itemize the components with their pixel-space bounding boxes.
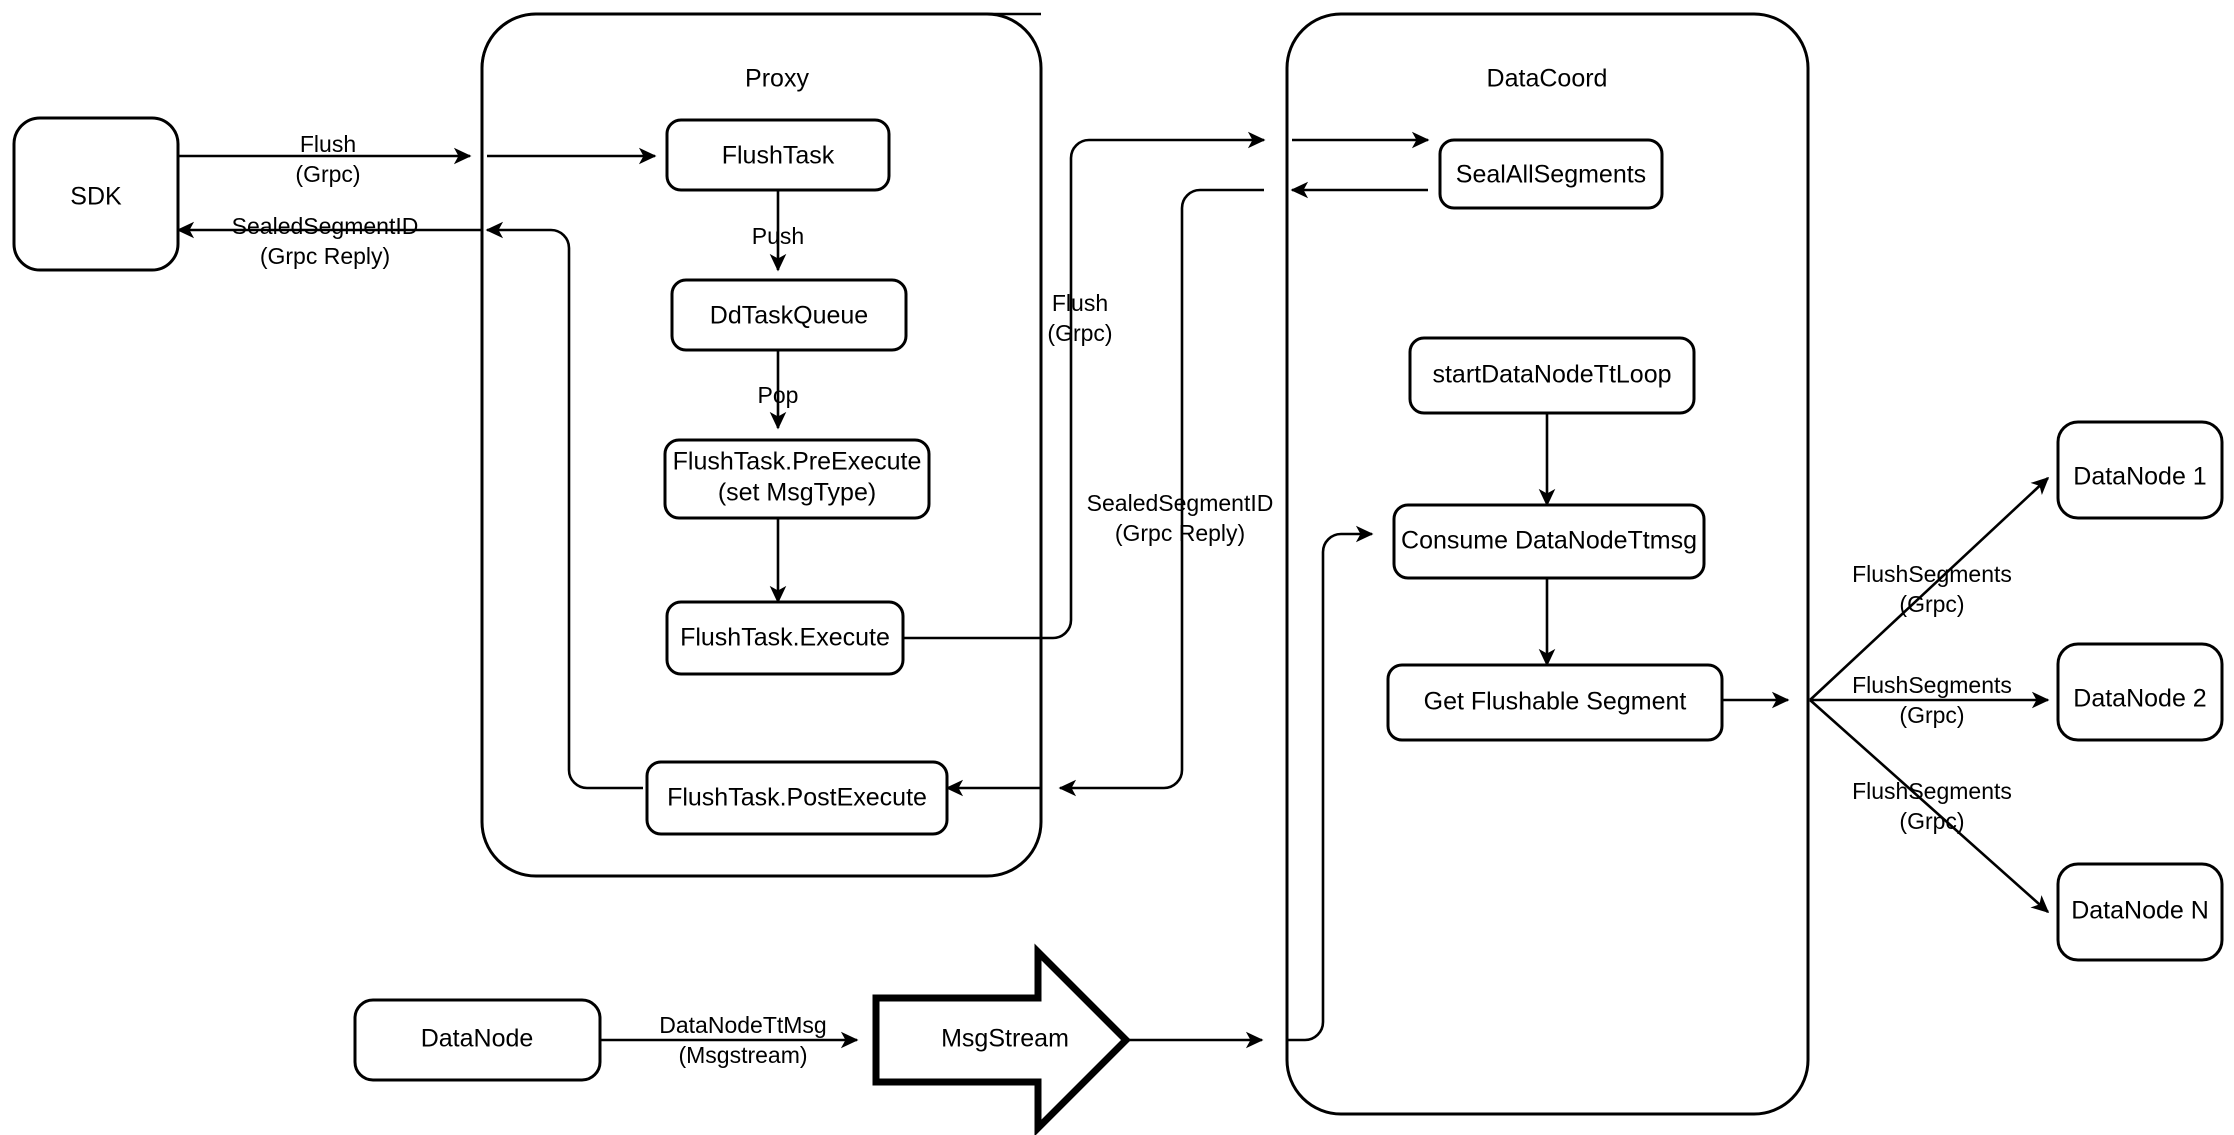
edge-label-coord-to-proxy-reply-line1: SealedSegmentID [1087, 490, 1274, 516]
edge-fanout-to-datanode-1 [1809, 477, 2050, 701]
edge-label-pop: Pop [758, 382, 799, 408]
get-flushable-segment-box[interactable] [1386, 663, 1724, 742]
node-start-datanode-tt-loop[interactable]: startDataNodeTtLoop [1408, 336, 1696, 415]
flush-task-postexecute-box[interactable] [645, 760, 949, 836]
sdk-label: SDK [70, 183, 122, 211]
sdk-box[interactable] [12, 116, 180, 272]
edge-label-flushsegments-1-line1: FlushSegments [1852, 561, 2012, 587]
get-flushable-segment-label: Get Flushable Segment [1424, 688, 1687, 716]
flush-task-box[interactable] [665, 118, 891, 192]
edge-datacoord-to-proxy-reply [1058, 188, 1264, 797]
start-datanode-tt-loop-label: startDataNodeTtLoop [1432, 361, 1671, 389]
edge-label-sealedsegmentid-reply-line1: SealedSegmentID [232, 213, 419, 239]
edge-label-push: Push [752, 223, 804, 249]
node-flush-task[interactable]: FlushTask [665, 118, 891, 192]
datanode-bottom-label: DataNode [421, 1025, 534, 1053]
proxy-container-label: Proxy [745, 65, 809, 93]
datanode-bottom-box[interactable] [353, 998, 602, 1082]
node-dd-task-queue[interactable]: DdTaskQueue [670, 278, 908, 352]
node-msgstream[interactable]: MsgStream [872, 943, 1131, 1135]
edge-label-datanode-ttmsg-line1: DataNodeTtMsg [659, 1012, 826, 1038]
node-flush-task-postexecute[interactable]: FlushTask.PostExecute [645, 760, 949, 836]
flush-task-execute-box[interactable] [665, 600, 905, 676]
edge-label-flushsegments-n-line1: FlushSegments [1852, 778, 2012, 804]
node-sdk[interactable]: SDK [12, 116, 180, 272]
edge-label-proxy-to-coord-flush-line2: (Grpc) [1047, 320, 1112, 346]
dd-task-queue-box[interactable] [670, 278, 908, 352]
datanode-1-label: DataNode 1 [2073, 463, 2206, 491]
node-flush-task-preexecute[interactable]: FlushTask.PreExecute (set MsgType) [663, 438, 931, 520]
msgstream-label: MsgStream [941, 1025, 1069, 1053]
flush-task-preexecute-label-line2: (set MsgType) [718, 479, 876, 507]
datanode-1-box[interactable] [2056, 420, 2224, 520]
edge-datacoord-msgstream-to-consume [1287, 525, 1374, 1042]
edge-execute-to-datacoord-flush [903, 131, 1266, 640]
datanode-2-box[interactable] [2056, 642, 2224, 742]
dd-task-queue-label: DdTaskQueue [710, 302, 868, 330]
edge-label-coord-to-proxy-reply-line2: (Grpc Reply) [1115, 520, 1245, 546]
node-datanode-n[interactable]: DataNode N [2056, 862, 2224, 962]
node-datanode-1[interactable]: DataNode 1 [2056, 420, 2224, 520]
node-seal-all-segments[interactable]: SealAllSegments [1438, 138, 1664, 210]
edge-proxy-top-border-overlay [480, 12, 1041, 69]
edge-label-flushsegments-n-line2: (Grpc) [1899, 808, 1964, 834]
edge-postexecute-to-sdk-reply [485, 221, 643, 790]
msgstream-arrow-shape[interactable] [872, 943, 1131, 1135]
edge-label-flushsegments-1-line2: (Grpc) [1899, 591, 1964, 617]
datacoord-container-label: DataCoord [1487, 65, 1608, 93]
node-consume-datanode-ttmsg[interactable]: Consume DataNodeTtmsg [1392, 503, 1706, 580]
edge-fanout-to-datanode-n [1809, 699, 2050, 913]
node-flush-task-execute[interactable]: FlushTask.Execute [665, 600, 905, 676]
start-datanode-tt-loop-box[interactable] [1408, 336, 1696, 415]
node-datanode-bottom[interactable]: DataNode [353, 998, 602, 1082]
edge-label-flushsegments-2-line2: (Grpc) [1899, 702, 1964, 728]
flush-task-execute-label: FlushTask.Execute [680, 624, 890, 652]
edge-label-flush-grpc-line2: (Grpc) [295, 161, 360, 187]
datanode-n-box[interactable] [2056, 862, 2224, 962]
flush-task-label: FlushTask [722, 142, 835, 170]
edge-label-flushsegments-2-line1: FlushSegments [1852, 672, 2012, 698]
consume-datanode-ttmsg-label: Consume DataNodeTtmsg [1401, 527, 1697, 555]
node-get-flushable-segment[interactable]: Get Flushable Segment [1386, 663, 1724, 742]
flush-task-preexecute-box[interactable] [663, 438, 931, 520]
flush-task-preexecute-label-line1: FlushTask.PreExecute [673, 448, 922, 476]
edge-label-datanode-ttmsg-line2: (Msgstream) [678, 1042, 807, 1068]
node-datanode-2[interactable]: DataNode 2 [2056, 642, 2224, 742]
datanode-n-label: DataNode N [2071, 897, 2209, 925]
consume-datanode-ttmsg-box[interactable] [1392, 503, 1706, 580]
edge-label-sealedsegmentid-reply-line2: (Grpc Reply) [260, 243, 390, 269]
edge-label-flush-grpc-line1: Flush [300, 131, 356, 157]
flush-task-postexecute-label: FlushTask.PostExecute [667, 784, 927, 812]
seal-all-segments-box[interactable] [1438, 138, 1664, 210]
edge-label-proxy-to-coord-flush-line1: Flush [1052, 290, 1108, 316]
seal-all-segments-label: SealAllSegments [1456, 161, 1646, 189]
datanode-2-label: DataNode 2 [2073, 685, 2206, 713]
